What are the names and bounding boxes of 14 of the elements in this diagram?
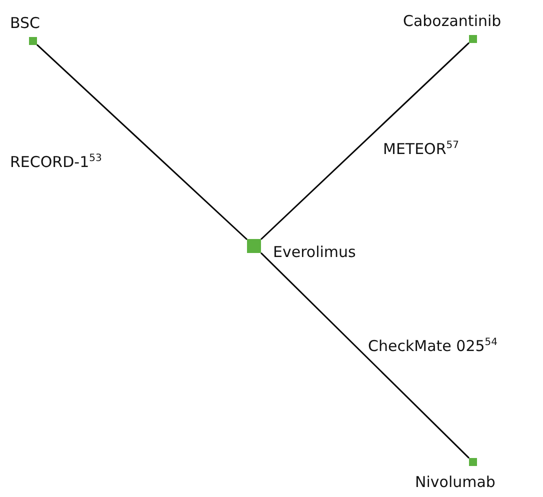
node-marker — [469, 35, 477, 43]
connector-line — [260, 252, 470, 459]
connector-line — [260, 42, 470, 240]
edge-label: METEOR$^{57}$ — [383, 139, 460, 158]
node-marker — [247, 239, 261, 253]
node-marker — [29, 37, 37, 45]
node-label: Everolimus — [273, 243, 356, 261]
edge-label: CheckMate 025$^{54}$ — [368, 336, 498, 355]
node-label: Nivolumab — [415, 473, 496, 491]
node-label: Cabozantinib — [403, 12, 502, 30]
node-label: BSC — [10, 14, 40, 32]
node-marker — [469, 458, 477, 466]
edge-label: RECORD-1$^{53}$ — [10, 152, 102, 171]
connector-line — [36, 44, 248, 240]
